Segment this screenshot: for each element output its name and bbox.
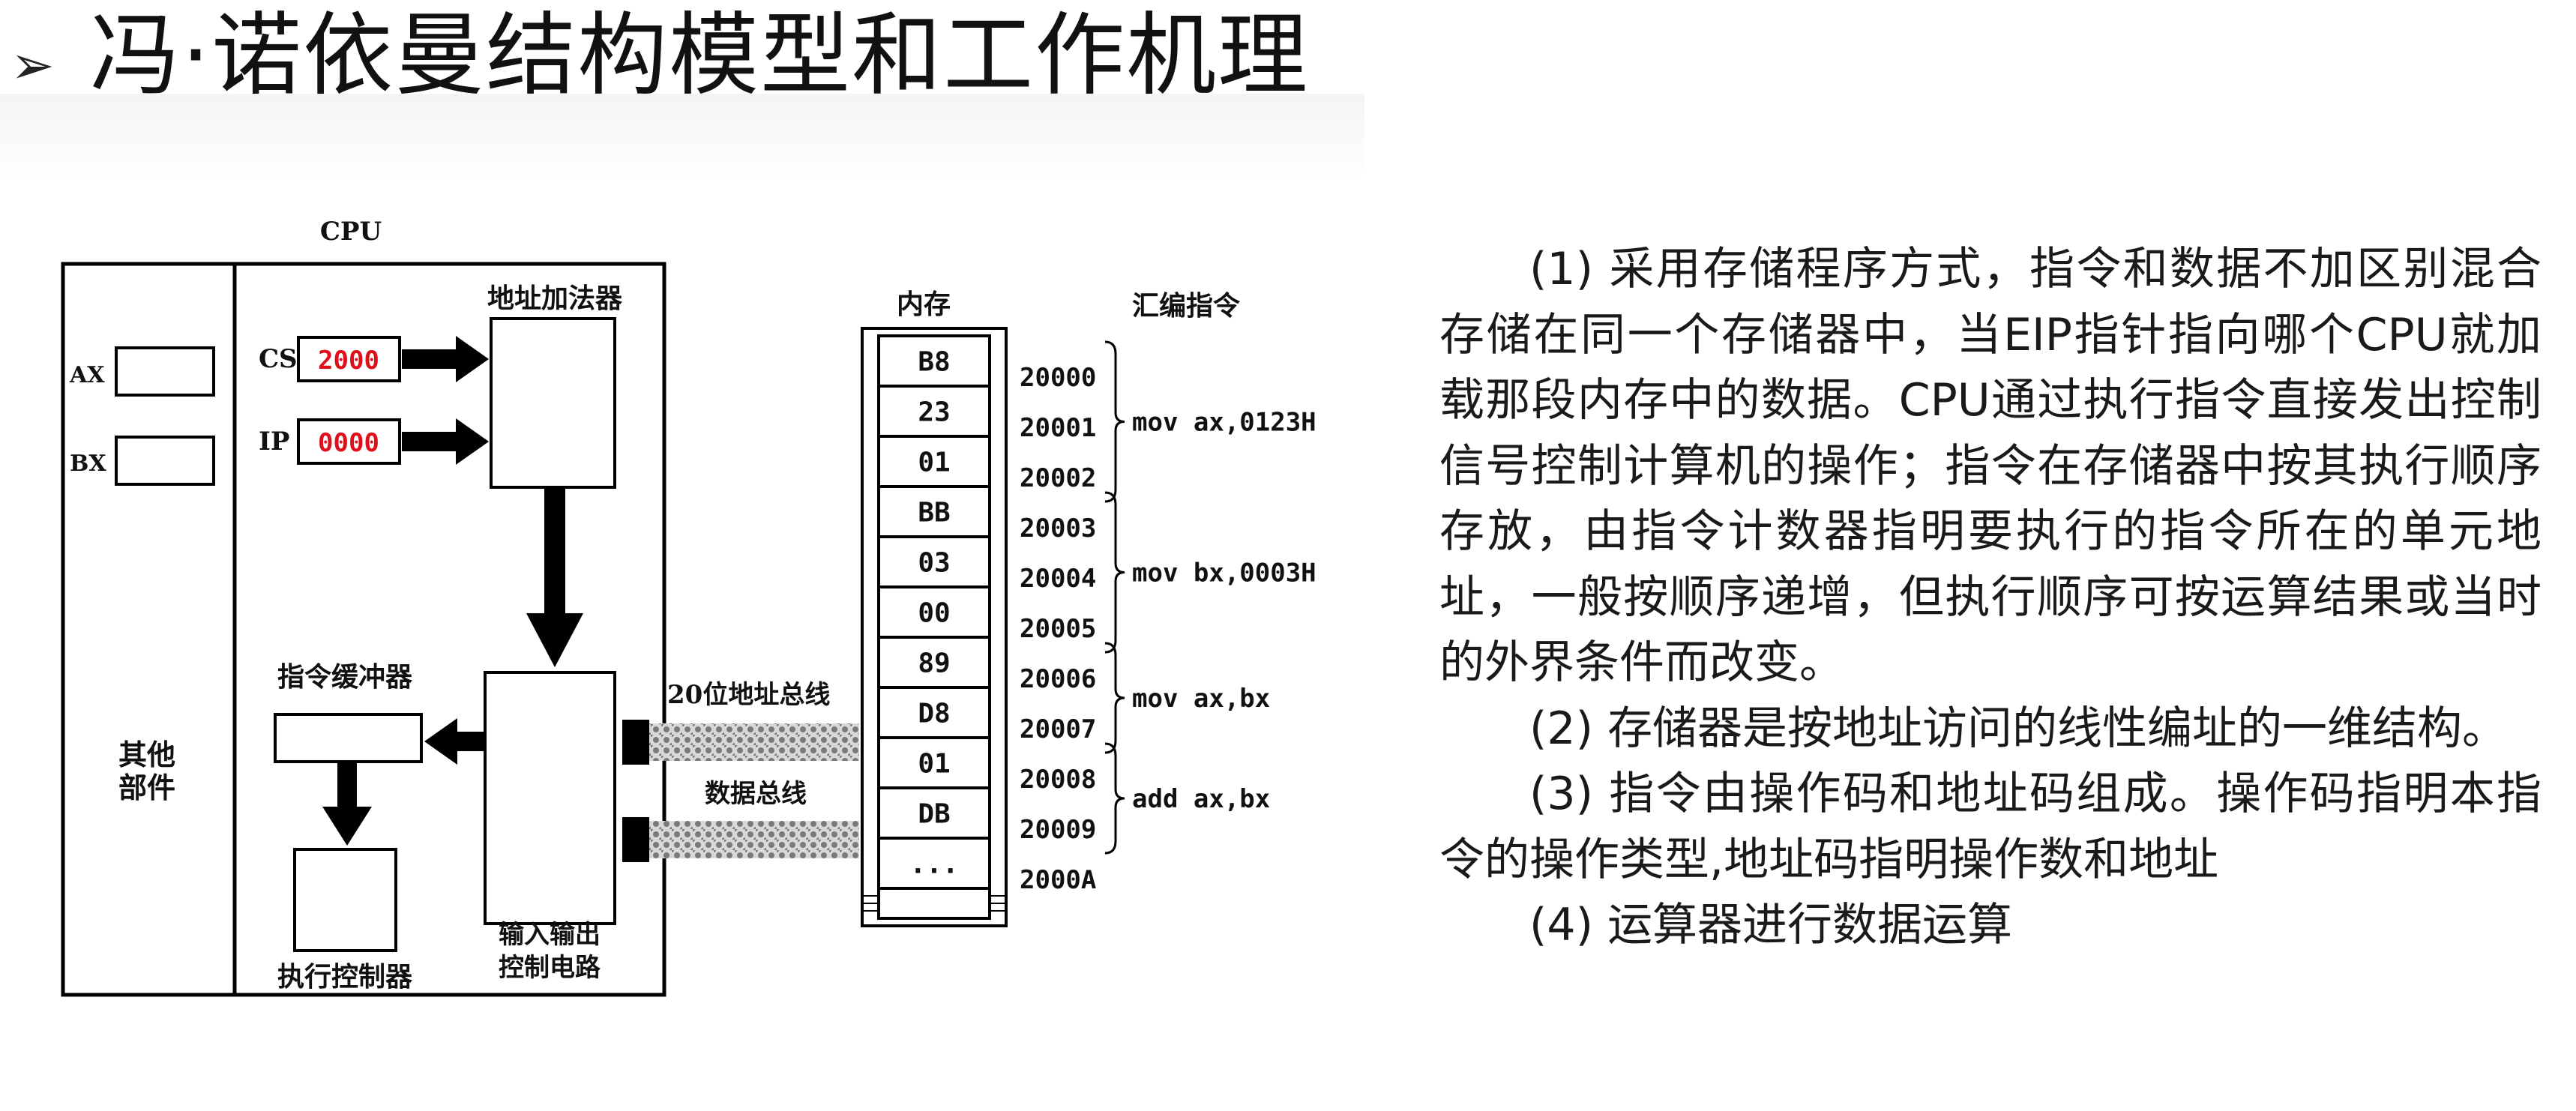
other-parts-line2: 部件 [118,771,175,804]
adder-to-io-arrow-icon [526,489,583,667]
data-bus-label: 数据总线 [705,779,807,809]
memory-cell-value: DB [918,799,950,830]
cs-to-adder-arrow-icon [402,336,489,382]
address-adder-label: 地址加法器 [487,283,623,314]
memory-address: 2000A [1020,865,1096,895]
exec-control-box [293,848,397,952]
instruction-text: add ax,bx [1132,784,1270,814]
cs-value: 2000 [318,346,379,376]
memory-label: 内存 [897,289,951,320]
memory-cell-value: ... [909,849,958,880]
bx-register [115,436,215,486]
address-bus-label: 20位地址总线 [667,680,830,710]
cpu-label: CPU [320,217,382,247]
instruction-text: mov bx,0003H [1132,558,1316,588]
memory-address: 20005 [1020,614,1096,644]
instruction-brace [1104,742,1125,855]
ip-label: IP [259,427,289,457]
explanation-point-2: (2) 存储器是按地址访问的线性编址的一维结构。 [1529,702,2508,755]
instruction-buffer-label: 指令缓冲器 [277,661,413,693]
bx-label: BX [70,451,106,477]
exec-control-label: 执行控制器 [277,961,413,993]
ax-label: AX [69,362,105,388]
memory-cell-value: B8 [918,347,950,378]
slide-title-bar: ➢ 冯·诺依曼结构模型和工作机理 [0,0,2576,112]
io-control-box [484,671,616,925]
memory-cell-value: 89 [918,648,950,679]
memory-address: 20007 [1020,714,1096,744]
instruction-brace [1104,491,1125,654]
memory-cell-value: 01 [918,448,950,478]
cs-register [297,336,401,382]
io-to-buffer-arrow-icon [424,718,484,765]
explanation-point-1: (1) 采用存储程序方式，指令和数据不加区别混合存储在同一个存储器中，当EIP指… [1439,243,2542,689]
explanation-text: (1) 采用存储程序方式，指令和数据不加区别混合存储在同一个存储器中，当EIP指… [1439,237,2542,959]
memory-cell-value: 00 [918,598,950,629]
ip-register [297,418,401,465]
instruction-brace [1104,340,1125,503]
instruction-text: mov ax,bx [1132,684,1270,714]
other-parts-line1: 其他 [118,738,175,771]
memory-inner-frame [877,334,991,920]
address-adder-box [490,317,616,489]
memory-address: 20004 [1020,564,1096,594]
memory-address: 20002 [1020,463,1096,493]
cpu-frame [61,262,666,997]
memory-address: 20003 [1020,514,1096,544]
explanation-point-3: (3) 指令由操作码和地址码组成。操作码指明本指令的操作类型,地址码指明操作数和… [1439,768,2542,886]
instruction-buffer-box [274,713,423,763]
memory-address: 20001 [1020,413,1096,443]
memory-address: 20006 [1020,664,1096,694]
memory-cell [877,837,991,890]
memory-address: 20009 [1020,815,1096,845]
cs-label: CS [259,344,298,374]
explanation-point-4: (4) 运算器进行数据运算 [1529,899,2013,951]
memory-cell-value: 23 [918,397,950,428]
ip-value: 0000 [318,428,379,458]
slide-title: 冯·诺依曼结构模型和工作机理 [90,4,1310,108]
memory-cell-value: BB [918,498,950,529]
data-bus-terminal-left [622,817,649,862]
assembly-label: 汇编指令 [1132,290,1241,322]
memory-cell-value: D8 [918,699,950,729]
von-neumann-diagram: CPU AX BX 其他 部件 CS 2000 IP 0000 地址加法器 输入… [61,217,1316,997]
buffer-to-exec-arrow-icon [322,763,372,846]
address-bus-lines [649,723,859,761]
io-control-line1: 输入输出 [499,920,601,950]
instruction-brace [1104,642,1125,754]
title-bullet-arrow-icon: ➢ [10,34,55,96]
instruction-text: mov ax,0123H [1132,408,1316,438]
memory-cell-value: 03 [918,548,950,579]
address-bus-terminal-left [622,720,649,765]
memory-address: 20000 [1020,363,1096,393]
io-control-line2: 控制电路 [499,953,601,983]
memory-cell-value: 01 [918,749,950,780]
memory-address: 20008 [1020,765,1096,795]
ip-to-adder-arrow-icon [402,418,489,465]
ax-register [115,346,215,397]
data-bus-lines [649,821,859,858]
title-shadow-band [0,94,1364,176]
